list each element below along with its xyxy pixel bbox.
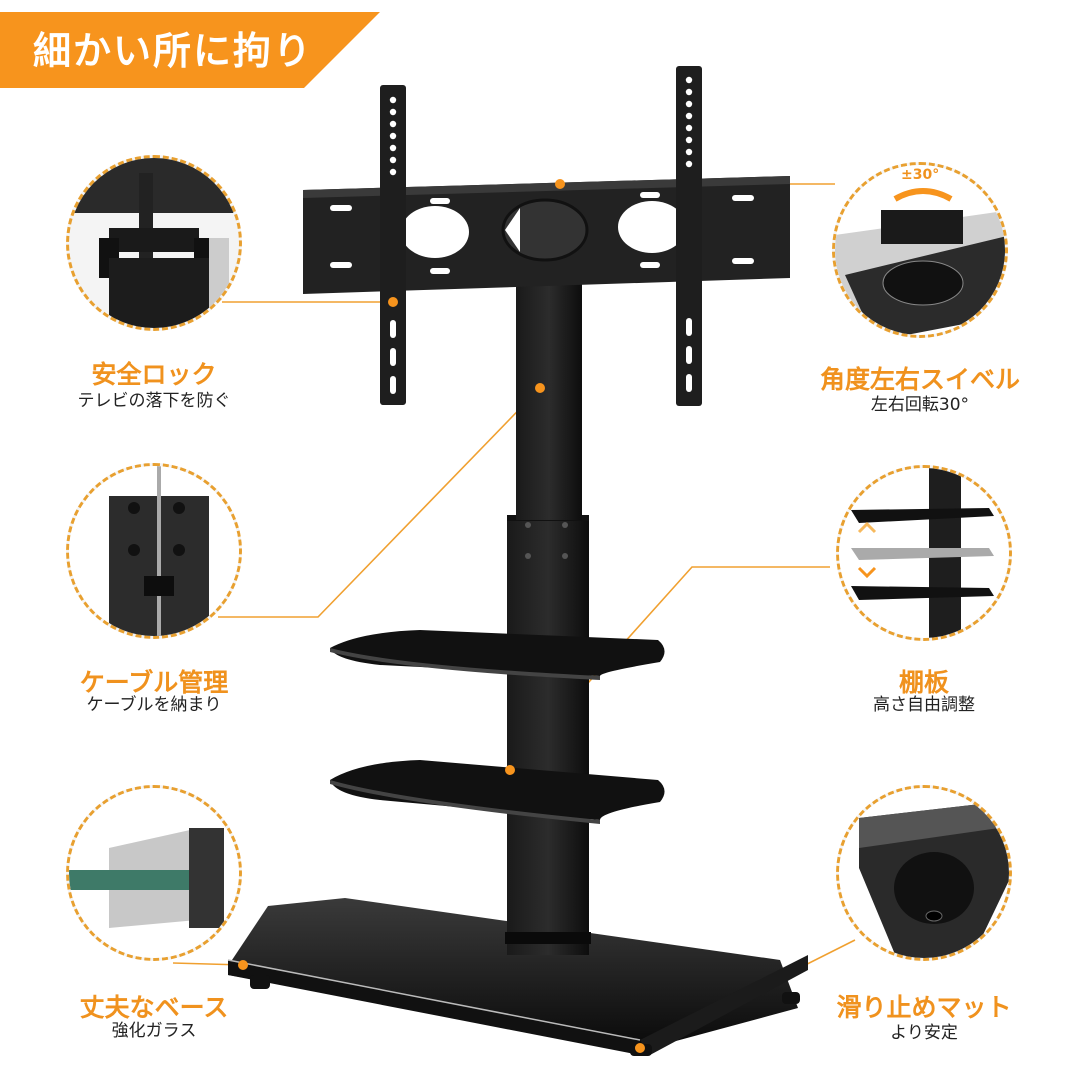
callout-circle-swivel: ±30° — [832, 162, 1008, 338]
callout-dot-shelf — [505, 765, 515, 775]
feature-subtitle-swivel: 左右回転30° — [870, 395, 970, 415]
callout-circle-safety-lock — [66, 155, 242, 331]
shelf-height-icon — [839, 468, 1009, 638]
feature-subtitle-cable: ケーブルを納まり — [86, 695, 222, 715]
glass-base-icon — [69, 788, 239, 958]
callout-dot-base — [238, 960, 248, 970]
lock-bracket-icon — [69, 158, 239, 328]
callout-circle-base — [66, 785, 242, 961]
feature-title-base: 丈夫なベース — [79, 993, 229, 1022]
feature-subtitle-base: 強化ガラス — [111, 1021, 197, 1041]
callout-circle-cable — [66, 463, 242, 639]
banner-title: 細かい所に拘り — [33, 29, 314, 73]
feature-subtitle-mat: より安定 — [890, 1023, 958, 1043]
cable-management-icon — [69, 466, 239, 636]
feature-title-swivel: 角度左右スイベル — [819, 365, 1020, 394]
swivel-angle-badge: ±30° — [901, 167, 940, 183]
feature-title-shelf: 棚板 — [898, 668, 949, 697]
feature-title-safety-lock: 安全ロック — [91, 360, 217, 389]
callout-dot-safety-lock — [388, 297, 398, 307]
callout-dot-cable — [535, 383, 545, 393]
feature-subtitle-safety-lock: テレビの落下を防ぐ — [77, 391, 231, 411]
feature-title-cable: ケーブル管理 — [79, 668, 229, 697]
callout-circle-mat — [836, 785, 1012, 961]
callout-dot-swivel — [555, 179, 565, 189]
rubber-foot-icon — [839, 788, 1009, 958]
header-banner — [0, 12, 380, 88]
callout-dot-mat — [635, 1043, 645, 1053]
feature-subtitle-shelf: 高さ自由調整 — [873, 695, 975, 715]
swivel-icon — [835, 165, 1005, 335]
callout-circle-shelf — [836, 465, 1012, 641]
feature-title-mat: 滑り止めマット — [836, 993, 1012, 1022]
